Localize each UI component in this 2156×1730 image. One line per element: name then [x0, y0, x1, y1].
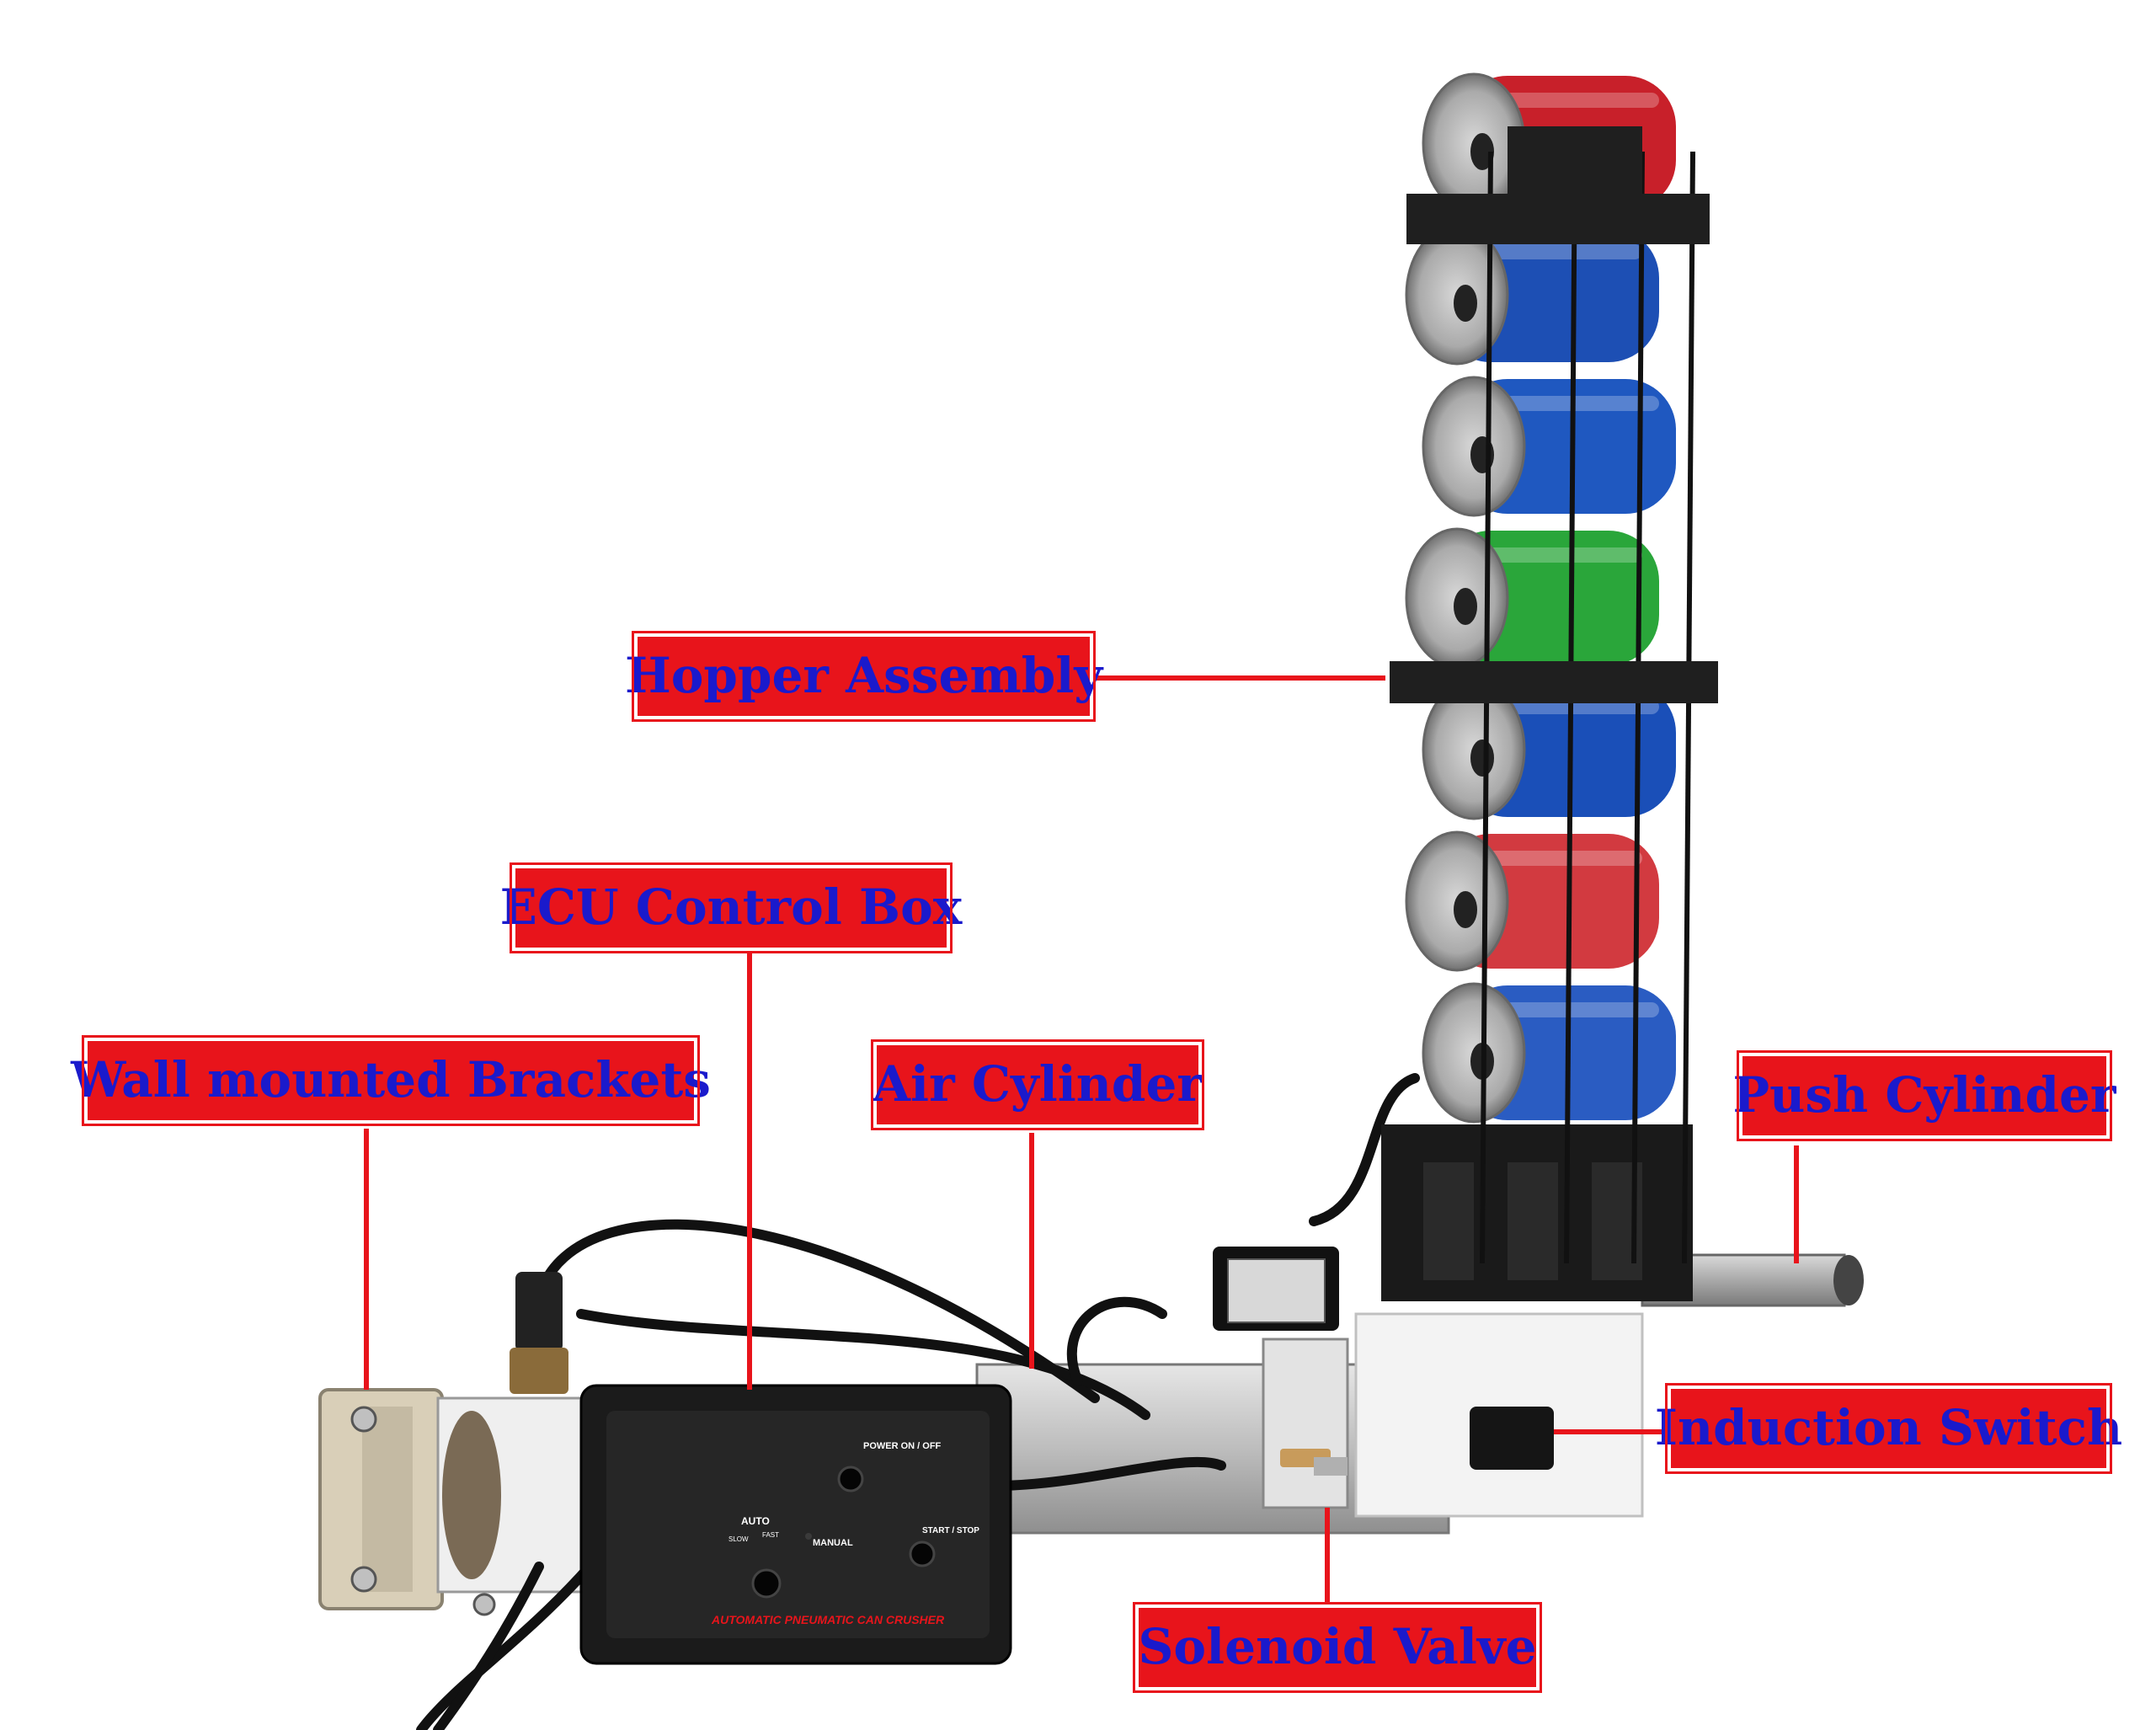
label-air-cylinder: Air Cylinder — [871, 1039, 1204, 1130]
start-stop-label: START / STOP — [922, 1526, 979, 1535]
red-can — [1405, 830, 1659, 972]
leader-induction-switch — [1554, 1429, 1672, 1434]
hose-fitting — [510, 1272, 568, 1394]
hopper-rod — [1631, 151, 1645, 1264]
hopper-mid-bracket — [1390, 661, 1718, 703]
slow-label: SLOW — [728, 1535, 749, 1543]
label-wall-mounted-brackets: Wall mounted Brackets — [71, 1035, 711, 1126]
hopper-rod — [1480, 151, 1493, 1264]
fast-label: FAST — [762, 1531, 779, 1539]
power-label: POWER ON / OFF — [863, 1441, 942, 1451]
bolt — [472, 1593, 496, 1616]
start-stop-button[interactable] — [909, 1540, 936, 1567]
leader-ecu — [747, 952, 752, 1390]
solenoid-valve — [1213, 1247, 1349, 1509]
ecu-control-box: POWER ON / OFF AUTO SLOW FAST MANUAL STA… — [579, 1384, 1012, 1665]
auto-label: AUTO — [741, 1515, 770, 1527]
pepsi-can — [1405, 224, 1659, 366]
auto-manual-button[interactable] — [751, 1568, 782, 1599]
hopper-rod — [1564, 151, 1577, 1264]
hopper-top-bracket — [1406, 126, 1710, 244]
label-solenoid-valve: Solenoid Valve — [1133, 1602, 1542, 1693]
bolt — [350, 1566, 377, 1593]
induction-switch — [1470, 1407, 1554, 1470]
bolt — [350, 1406, 377, 1433]
manual-label: MANUAL — [813, 1538, 853, 1548]
hopper-rod — [1682, 151, 1695, 1264]
leader-air-cylinder — [1029, 1133, 1034, 1369]
hopper-base — [1381, 1124, 1693, 1301]
leader-lines — [364, 675, 1799, 1609]
blue-can — [1422, 982, 1676, 1124]
label-hopper-assembly: Hopper Assembly — [625, 631, 1102, 722]
label-ecu-control-box: ECU Control Box — [500, 862, 962, 953]
leader-push-cylinder — [1794, 1145, 1799, 1263]
status-led — [805, 1533, 812, 1540]
power-button[interactable] — [837, 1466, 864, 1492]
leader-solenoid-valve — [1325, 1508, 1330, 1609]
label-push-cylinder: Push Cylinder — [1733, 1050, 2116, 1141]
label-induction-switch: Induction Switch — [1655, 1383, 2122, 1474]
leader-hopper — [1086, 675, 1385, 681]
hopper-assembly — [1405, 72, 1695, 1264]
brand-label: AUTOMATIC PNEUMATIC CAN CRUSHER — [711, 1613, 945, 1626]
leader-wall-bracket — [364, 1129, 369, 1390]
green-can — [1405, 527, 1659, 669]
